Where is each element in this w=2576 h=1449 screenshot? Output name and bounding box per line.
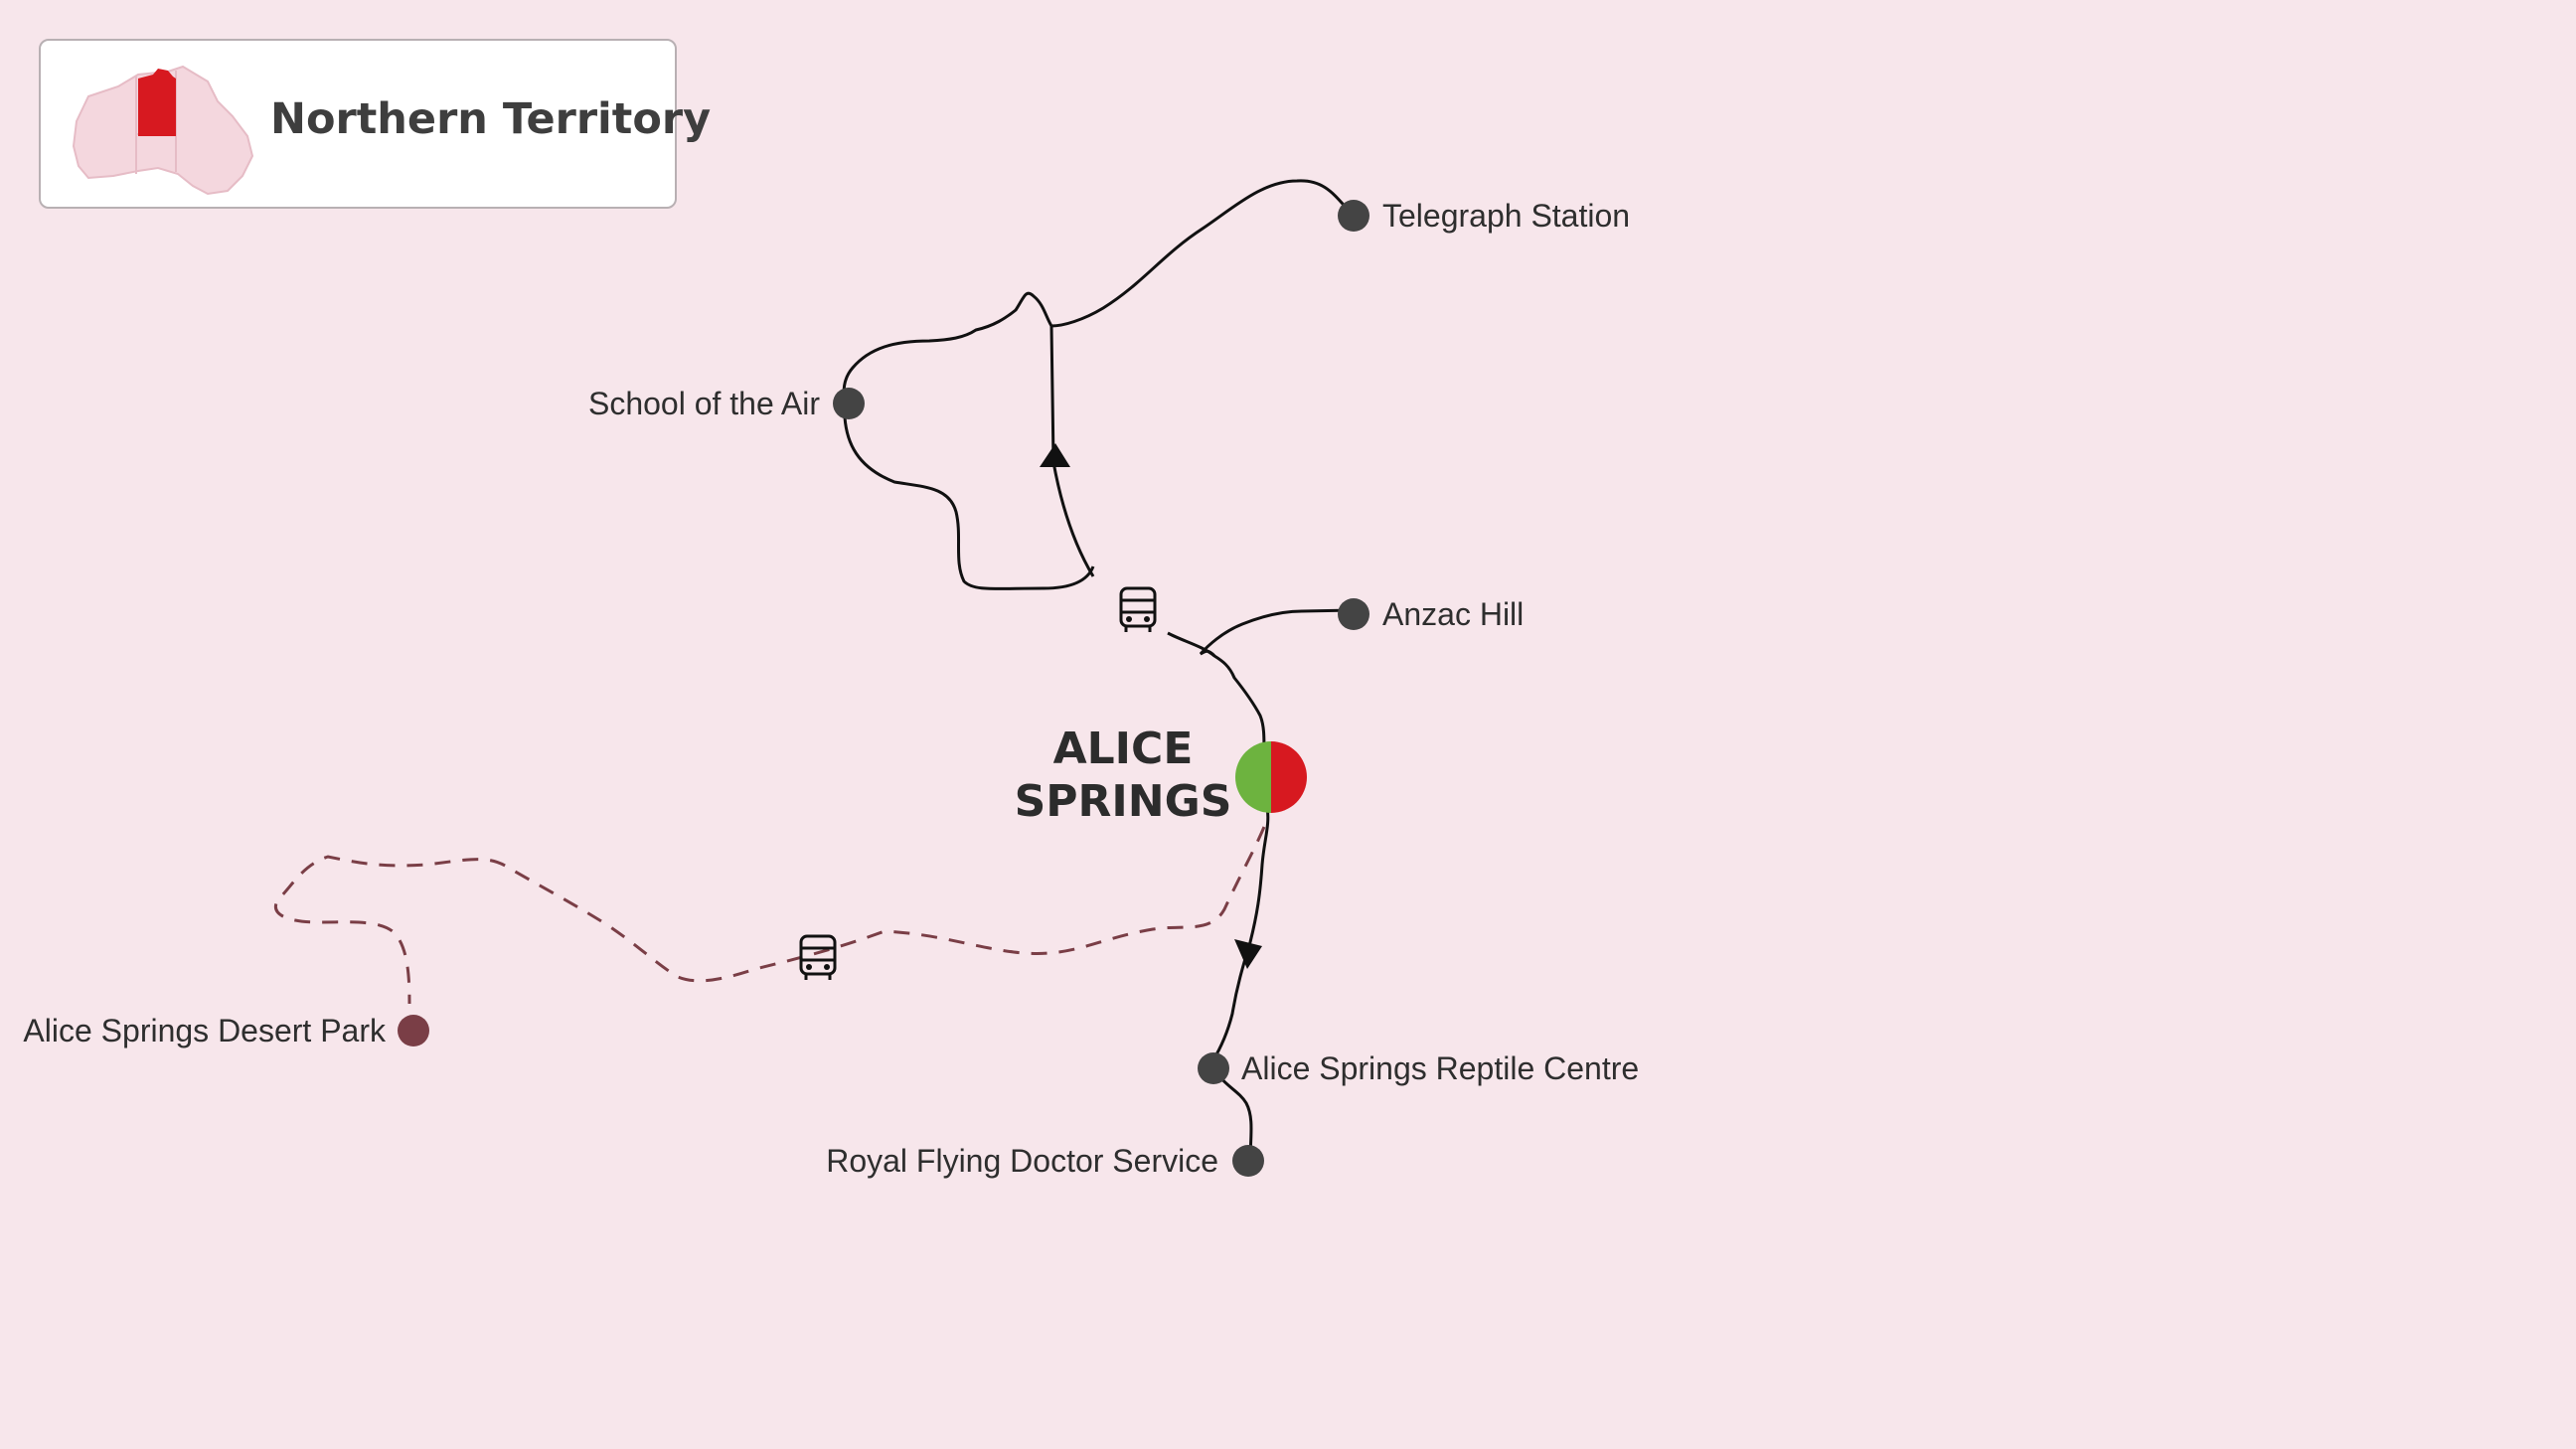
alice-springs-label-line1: ALICE [1052,724,1194,774]
stop-label-desert-park[interactable]: Alice Springs Desert Park [23,1013,386,1048]
region-header-card: Northern Territory [39,39,711,209]
stop-dot-telegraph-station[interactable] [1338,200,1369,232]
stop-dot-desert-park[interactable] [398,1015,429,1046]
stop-dot-reptile-centre[interactable] [1198,1052,1229,1084]
desert-park-route [274,826,1266,1005]
region-title: Northern Territory [270,94,712,144]
bus-icon [1119,586,1157,632]
alice-springs-station-icon[interactable] [1235,741,1307,813]
australia-map-icon [72,65,254,196]
alice-springs-label: ALICE SPRINGS [1014,723,1232,828]
stop-label-telegraph-station[interactable]: Telegraph Station [1382,198,1631,234]
stop-label-anzac-hill[interactable]: Anzac Hill [1382,596,1525,632]
main-route-north [842,179,1356,590]
anzac-route [1199,608,1355,658]
arrow-icon [1040,443,1070,467]
stop-dot-school-of-the-air[interactable] [833,388,865,419]
stop-dot-anzac-hill[interactable] [1338,598,1369,630]
stop-label-reptile-centre[interactable]: Alice Springs Reptile Centre [1241,1050,1640,1086]
main-route-branch [1049,325,1095,577]
stop-label-school-of-the-air[interactable]: School of the Air [587,386,820,421]
arrow-icon [1234,939,1262,969]
alice-springs-label-line2: SPRINGS [1014,776,1232,827]
bus-icon [799,934,837,980]
stop-label-flying-doctor[interactable]: Royal Flying Doctor Service [826,1143,1218,1179]
stop-dot-flying-doctor[interactable] [1232,1145,1264,1177]
